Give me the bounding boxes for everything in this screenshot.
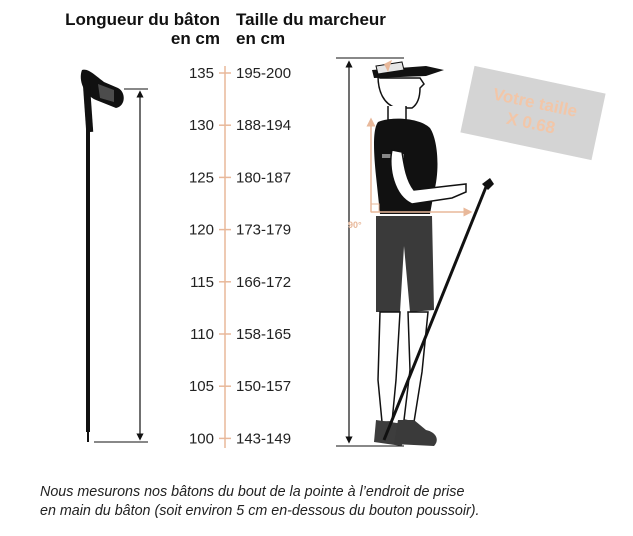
pole-length-label: 125 — [189, 169, 214, 186]
pole-length-header-line2: en cm — [170, 29, 220, 48]
pole-length-header-line1: Longueur du bâton — [65, 10, 220, 29]
walker-height-label: 166-172 — [236, 274, 291, 291]
pole-length-label: 115 — [190, 274, 214, 291]
walker-illustration — [372, 60, 494, 446]
caption-line2: en main du bâton (soit environ 5 cm en-d… — [40, 503, 480, 519]
measurement-caption: Nous mesurons nos bâtons du bout de la p… — [40, 483, 600, 521]
pole-illustration — [80, 69, 124, 442]
angle-label: 90° — [348, 220, 362, 230]
walker-height-label: 150-157 — [236, 378, 291, 395]
pole-length-label: 105 — [189, 378, 214, 395]
walker-height-label: 143-149 — [236, 430, 291, 447]
pole-dimension-line — [94, 88, 148, 443]
sizing-scale: 135 195-200 130 188-194 125 180-187 120 173-179… — [189, 65, 291, 448]
pole-length-header: Longueur du bâton en cm — [34, 10, 220, 48]
walker-height-label: 173-179 — [236, 222, 291, 239]
pole-length-label: 120 — [189, 222, 214, 239]
pole-length-label: 110 — [190, 326, 214, 343]
pole-length-label: 130 — [189, 117, 214, 134]
walker-height-header-line2: en cm — [236, 29, 286, 48]
walker-dimension-line — [336, 57, 404, 447]
caption-line1: Nous mesurons nos bâtons du bout de la p… — [40, 484, 465, 500]
pole-length-label: 100 — [189, 430, 214, 447]
pole-length-label: 135 — [189, 65, 214, 82]
elbow-angle-marker: 90° — [348, 117, 473, 230]
walker-height-label: 195-200 — [236, 65, 291, 82]
walker-height-label: 158-165 — [236, 326, 291, 343]
walker-height-label: 180-187 — [236, 169, 291, 186]
walker-height-header-line1: Taille du marcheur — [236, 10, 386, 29]
walker-height-label: 188-194 — [236, 117, 291, 134]
walker-height-header: Taille du marcheur en cm — [236, 10, 386, 48]
